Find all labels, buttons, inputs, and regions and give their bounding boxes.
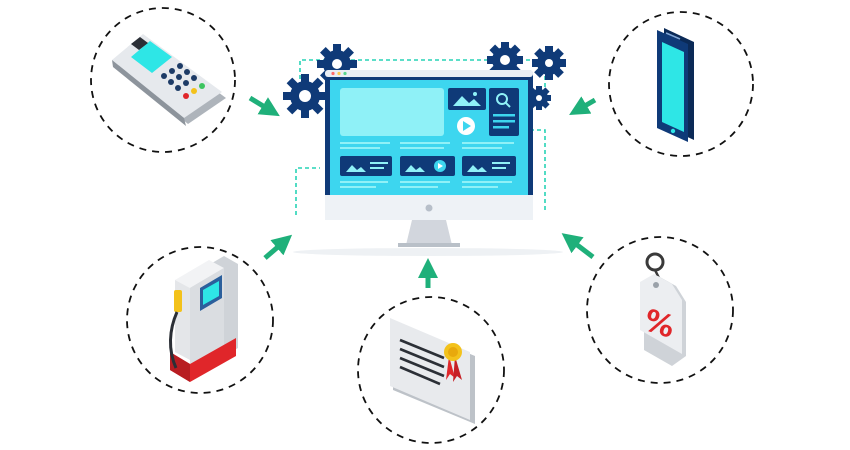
node-fuel-pump [126, 246, 274, 394]
node-card-terminal [90, 7, 236, 153]
gear-icon [283, 74, 327, 118]
arrow-smartphone [569, 96, 597, 116]
fuel-pump-icon [169, 256, 238, 382]
arrow-card-terminal [248, 95, 280, 117]
gear-icon [527, 86, 551, 110]
discount-tag-icon: % [640, 252, 686, 366]
node-certificate [357, 296, 505, 444]
smartphone-icon [657, 28, 694, 142]
node-circle [357, 296, 505, 444]
node-circle [608, 11, 754, 157]
node-circle [90, 7, 236, 153]
desktop-monitor-icon [283, 42, 566, 256]
arrow-discount-tag [561, 233, 595, 259]
gear-icon [487, 42, 523, 78]
node-discount-tag: % [586, 236, 734, 384]
connector-arrows [248, 95, 597, 288]
arrow-fuel-pump [263, 234, 293, 260]
card-terminal-icon [112, 34, 226, 126]
node-circle [126, 246, 274, 394]
certificate-icon [390, 318, 475, 424]
gear-icon [532, 46, 566, 80]
node-smartphone [608, 11, 754, 157]
node-circle [586, 236, 734, 384]
